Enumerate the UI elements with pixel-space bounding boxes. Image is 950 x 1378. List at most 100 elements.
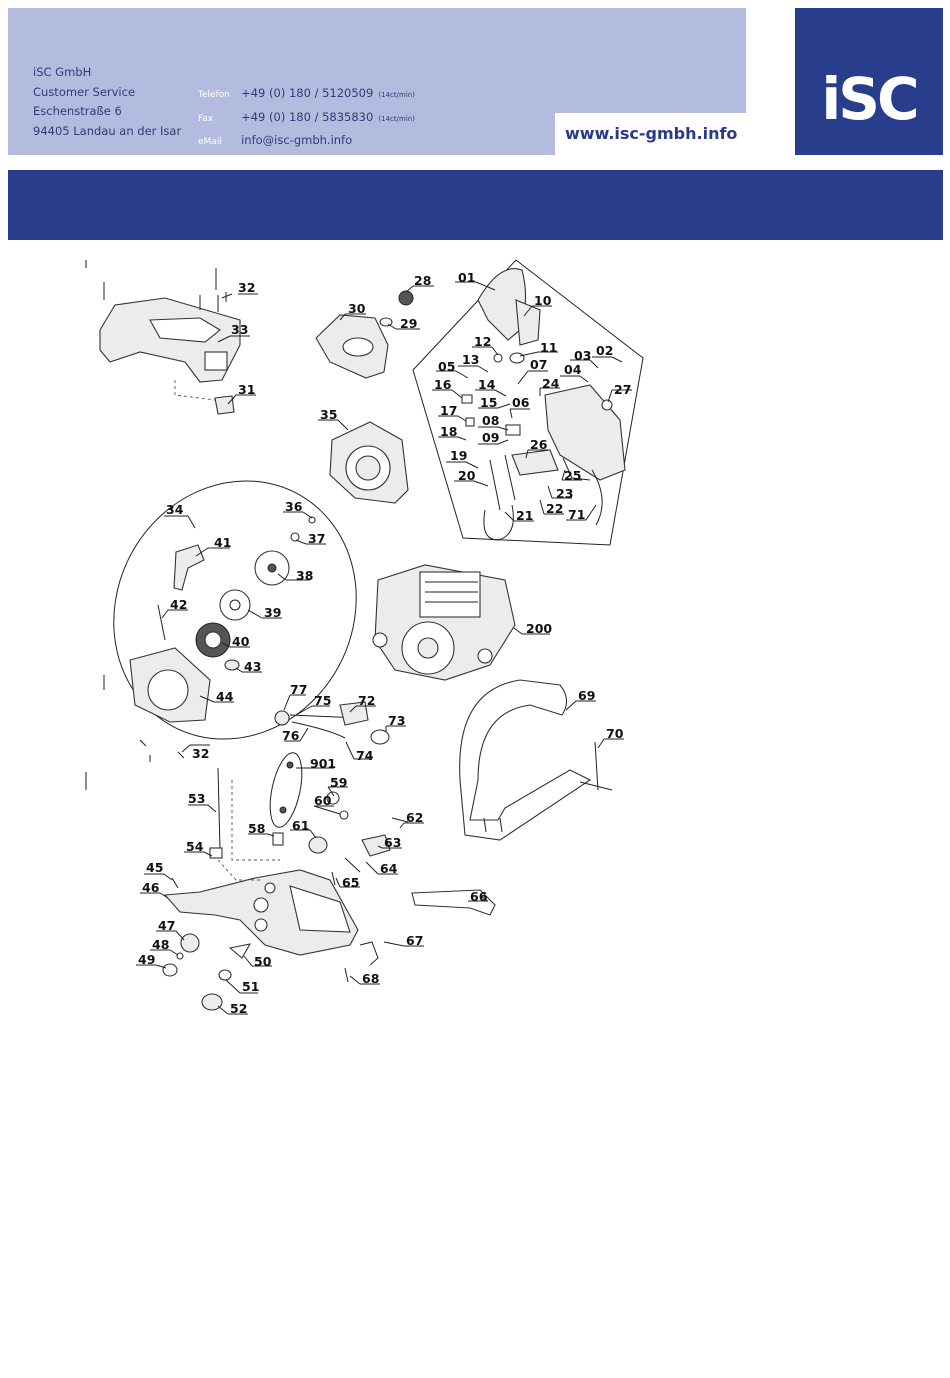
part-label: 36 [285,499,303,514]
part-label: 22 [546,501,563,516]
fuel-tank-cover [315,290,414,379]
part-label: 68 [362,971,379,986]
part-label: 15 [480,395,497,410]
part-label: 901 [310,756,336,771]
part-label: 53 [188,791,205,806]
part-label: 62 [406,810,423,825]
part-label: 50 [254,954,272,969]
part-label: 52 [230,1001,247,1016]
part-label: 17 [440,403,457,418]
part-label: 44 [216,689,234,704]
part-label: 20 [458,468,476,483]
fax-label: Fax [198,113,214,124]
part-label: 39 [264,605,281,620]
email-label: eMail [198,137,222,147]
part-label: 71 [568,507,585,522]
part-label: 43 [244,659,261,674]
part-label: 13 [462,352,479,367]
fax-row: Fax +49 (0) 180 / 5835830 (14ct/min) [198,106,415,130]
part-label: 72 [358,693,375,708]
fax-value: +49 (0) 180 / 5835830 [241,109,374,124]
throttle-linkage [274,701,390,745]
part-label: 40 [232,634,250,649]
front-handle [459,679,592,841]
part-label: 02 [596,343,613,358]
part-label: 19 [450,448,467,463]
part-label: 23 [556,486,573,501]
logo-text: iSC [821,65,919,133]
part-label: 200 [526,621,552,636]
part-label: 38 [296,568,313,583]
part-label: 69 [578,688,595,703]
part-label: 27 [614,382,631,397]
part-labels: 01 02 03 04 05 06 07 08 09 10 11 12 13 1… [138,270,631,1016]
part-label: 04 [564,362,582,377]
part-label: 67 [406,933,423,948]
part-label: 06 [512,395,530,410]
chain-brake-parts [461,268,626,541]
part-label: 60 [314,793,332,808]
exploded-parts-diagram: 01 02 03 04 05 06 07 08 09 10 11 12 13 1… [85,259,644,1016]
part-label: 30 [348,301,366,316]
part-label: 59 [330,775,347,790]
part-label: 73 [388,713,405,728]
part-label: 41 [214,535,231,550]
group-901-outline [269,752,303,828]
part-label: 46 [142,880,160,895]
part-label: 26 [530,437,548,452]
title-band [8,170,943,240]
part-label: 77 [290,682,307,697]
website-panel: www.isc-gmbh.info [555,113,746,155]
email-row: eMail info@isc-gmbh.info [198,129,415,153]
phone-row: Telefon +49 (0) 180 / 5120509 (14ct/min) [198,82,415,106]
part-label: 75 [314,693,331,708]
part-label: 21 [516,508,533,523]
engine-block [372,564,516,681]
part-label: 54 [186,839,204,854]
fax-rate: (14ct/min) [378,114,415,123]
website-link[interactable]: www.isc-gmbh.info [565,124,738,143]
fan-housing [329,421,409,504]
part-label: 76 [282,728,300,743]
part-label: 74 [356,748,374,763]
starter-group-outline [113,480,357,740]
part-label: 66 [470,889,488,904]
part-label: 25 [564,468,581,483]
part-label: 14 [478,377,496,392]
part-label: 16 [434,377,452,392]
phone-label: Telefon [198,90,230,100]
part-label: 03 [574,348,591,363]
part-label: 01 [458,270,475,285]
part-label: 12 [474,334,491,349]
email-value[interactable]: info@isc-gmbh.info [241,133,353,147]
part-label: 34 [166,502,184,517]
part-label: 07 [530,357,547,372]
part-label: 35 [320,407,337,422]
part-label: 18 [440,424,457,439]
rear-handle-housing [162,767,496,1011]
part-label: 11 [540,340,557,355]
isc-logo: iSC [795,8,943,155]
part-label: 10 [534,293,552,308]
part-label: 31 [238,382,255,397]
contact-address: iSC GmbH Customer Service Eschenstraße 6… [33,63,181,141]
part-label: 37 [308,531,325,546]
part-label: 24 [542,376,560,391]
contact-numbers: Telefon +49 (0) 180 / 5120509 (14ct/min)… [198,82,415,153]
street: Eschenstraße 6 [33,104,122,118]
part-label: 70 [606,726,624,741]
part-label: 63 [384,835,401,850]
phone-rate: (14ct/min) [378,91,415,99]
part-label: 47 [158,918,175,933]
phone-value: +49 (0) 180 / 5120509 [241,86,374,100]
part-label: 58 [248,821,265,836]
part-label: 32 [238,280,255,295]
part-label: 29 [400,316,417,331]
part-label: 64 [380,861,398,876]
top-cover-group [99,268,241,415]
leader-lines [136,281,632,1015]
part-label: 28 [414,273,431,288]
department: Customer Service [33,84,136,99]
part-label: 09 [482,430,499,445]
part-label: 48 [152,937,169,952]
